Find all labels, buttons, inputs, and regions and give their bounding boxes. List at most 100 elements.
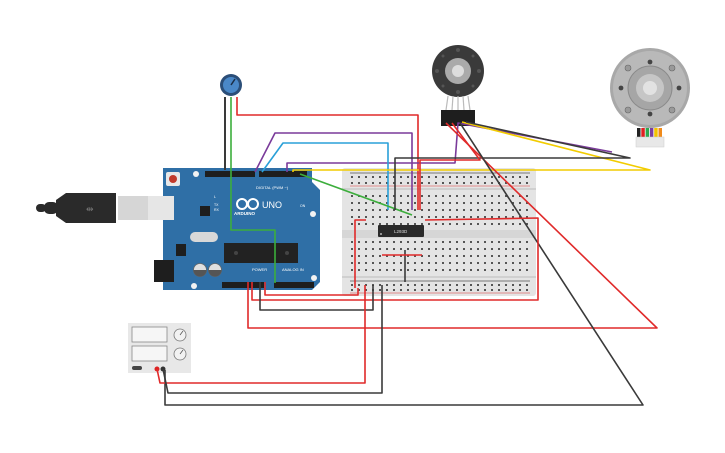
breadboard-hole[interactable]	[456, 202, 458, 204]
breadboard-hole[interactable]	[358, 262, 360, 264]
breadboard-hole[interactable]	[526, 284, 528, 286]
breadboard-hole[interactable]	[449, 241, 451, 243]
breadboard-hole[interactable]	[498, 209, 500, 211]
breadboard-hole[interactable]	[386, 262, 388, 264]
breadboard-hole[interactable]	[435, 195, 437, 197]
breadboard-hole[interactable]	[372, 195, 374, 197]
breadboard-hole[interactable]	[428, 241, 430, 243]
wire-yellow-encoder[interactable]	[292, 121, 651, 172]
breadboard-hole[interactable]	[477, 284, 479, 286]
breadboard-hole[interactable]	[414, 289, 416, 291]
breadboard-hole[interactable]	[526, 262, 528, 264]
breadboard-hole[interactable]	[428, 202, 430, 204]
breadboard-hole[interactable]	[365, 195, 367, 197]
breadboard-hole[interactable]	[386, 195, 388, 197]
breadboard-hole[interactable]	[456, 195, 458, 197]
breadboard-hole[interactable]	[442, 202, 444, 204]
breadboard-hole[interactable]	[442, 248, 444, 250]
breadboard-hole[interactable]	[414, 284, 416, 286]
breadboard-hole[interactable]	[477, 262, 479, 264]
breadboard-hole[interactable]	[407, 248, 409, 250]
breadboard-hole[interactable]	[421, 284, 423, 286]
breadboard-hole[interactable]	[372, 248, 374, 250]
breadboard-hole[interactable]	[400, 223, 402, 225]
breadboard-hole[interactable]	[379, 209, 381, 211]
potentiometer[interactable]	[220, 74, 242, 170]
breadboard-hole[interactable]	[449, 209, 451, 211]
breadboard-hole[interactable]	[372, 262, 374, 264]
breadboard-hole[interactable]	[449, 262, 451, 264]
breadboard-hole[interactable]	[456, 289, 458, 291]
breadboard-hole[interactable]	[498, 223, 500, 225]
breadboard-hole[interactable]	[505, 216, 507, 218]
breadboard-hole[interactable]	[351, 209, 353, 211]
breadboard-hole[interactable]	[477, 241, 479, 243]
breadboard-hole[interactable]	[512, 195, 514, 197]
breadboard-hole[interactable]	[498, 195, 500, 197]
breadboard-hole[interactable]	[365, 262, 367, 264]
breadboard-hole[interactable]	[421, 269, 423, 271]
wire-black-motor-psu[interactable]	[164, 122, 644, 406]
breadboard-hole[interactable]	[463, 262, 465, 264]
breadboard-hole[interactable]	[456, 209, 458, 211]
breadboard-hole[interactable]	[414, 176, 416, 178]
breadboard-hole[interactable]	[358, 255, 360, 257]
wire-blue-d4[interactable]	[261, 142, 389, 210]
breadboard-hole[interactable]	[351, 255, 353, 257]
breadboard-hole[interactable]	[484, 255, 486, 257]
breadboard-hole[interactable]	[491, 269, 493, 271]
breadboard-hole[interactable]	[526, 176, 528, 178]
breadboard-hole[interactable]	[358, 209, 360, 211]
psu-power-switch[interactable]	[132, 366, 142, 370]
breadboard-hole[interactable]	[386, 289, 388, 291]
breadboard-hole[interactable]	[498, 202, 500, 204]
breadboard-hole[interactable]	[519, 182, 521, 184]
breadboard-hole[interactable]	[414, 262, 416, 264]
breadboard-hole[interactable]	[400, 255, 402, 257]
breadboard-hole[interactable]	[400, 195, 402, 197]
breadboard-hole[interactable]	[463, 284, 465, 286]
breadboard-hole[interactable]	[414, 223, 416, 225]
breadboard-hole[interactable]	[505, 269, 507, 271]
breadboard-hole[interactable]	[393, 176, 395, 178]
wire-red-encoder-vcc[interactable]	[247, 122, 658, 329]
breadboard-hole[interactable]	[400, 176, 402, 178]
wire-purple-encoder[interactable]	[286, 122, 613, 172]
breadboard-hole[interactable]	[526, 209, 528, 211]
breadboard-hole[interactable]	[379, 255, 381, 257]
breadboard-hole[interactable]	[442, 284, 444, 286]
breadboard-hole[interactable]	[512, 223, 514, 225]
breadboard-hole[interactable]	[491, 182, 493, 184]
breadboard-hole[interactable]	[428, 209, 430, 211]
breadboard-hole[interactable]	[372, 209, 374, 211]
breadboard-hole[interactable]	[498, 289, 500, 291]
breadboard-hole[interactable]	[435, 216, 437, 218]
breadboard-hole[interactable]	[484, 209, 486, 211]
breadboard-hole[interactable]	[407, 284, 409, 286]
breadboard-hole[interactable]	[365, 209, 367, 211]
breadboard-hole[interactable]	[491, 176, 493, 178]
breadboard-hole[interactable]	[505, 241, 507, 243]
breadboard-hole[interactable]	[421, 195, 423, 197]
breadboard-hole[interactable]	[407, 241, 409, 243]
arduino-uno[interactable]: ARDUINO UNO DIGITAL (PWM ~) POWER ANALOG…	[148, 168, 320, 290]
breadboard-hole[interactable]	[435, 223, 437, 225]
breadboard-hole[interactable]	[407, 176, 409, 178]
breadboard-hole[interactable]	[512, 269, 514, 271]
breadboard-hole[interactable]	[512, 284, 514, 286]
breadboard-hole[interactable]	[505, 289, 507, 291]
breadboard-hole[interactable]	[414, 241, 416, 243]
breadboard-hole[interactable]	[365, 223, 367, 225]
wire-black-encoder-gnd[interactable]	[394, 121, 631, 210]
breadboard-hole[interactable]	[526, 216, 528, 218]
breadboard-hole[interactable]	[358, 182, 360, 184]
breadboard-hole[interactable]	[407, 262, 409, 264]
breadboard-hole[interactable]	[414, 209, 416, 211]
breadboard-hole[interactable]	[400, 269, 402, 271]
breadboard-hole[interactable]	[505, 209, 507, 211]
breadboard-hole[interactable]	[379, 262, 381, 264]
breadboard-hole[interactable]	[449, 202, 451, 204]
breadboard-hole[interactable]	[491, 289, 493, 291]
breadboard-hole[interactable]	[526, 223, 528, 225]
breadboard-hole[interactable]	[519, 284, 521, 286]
